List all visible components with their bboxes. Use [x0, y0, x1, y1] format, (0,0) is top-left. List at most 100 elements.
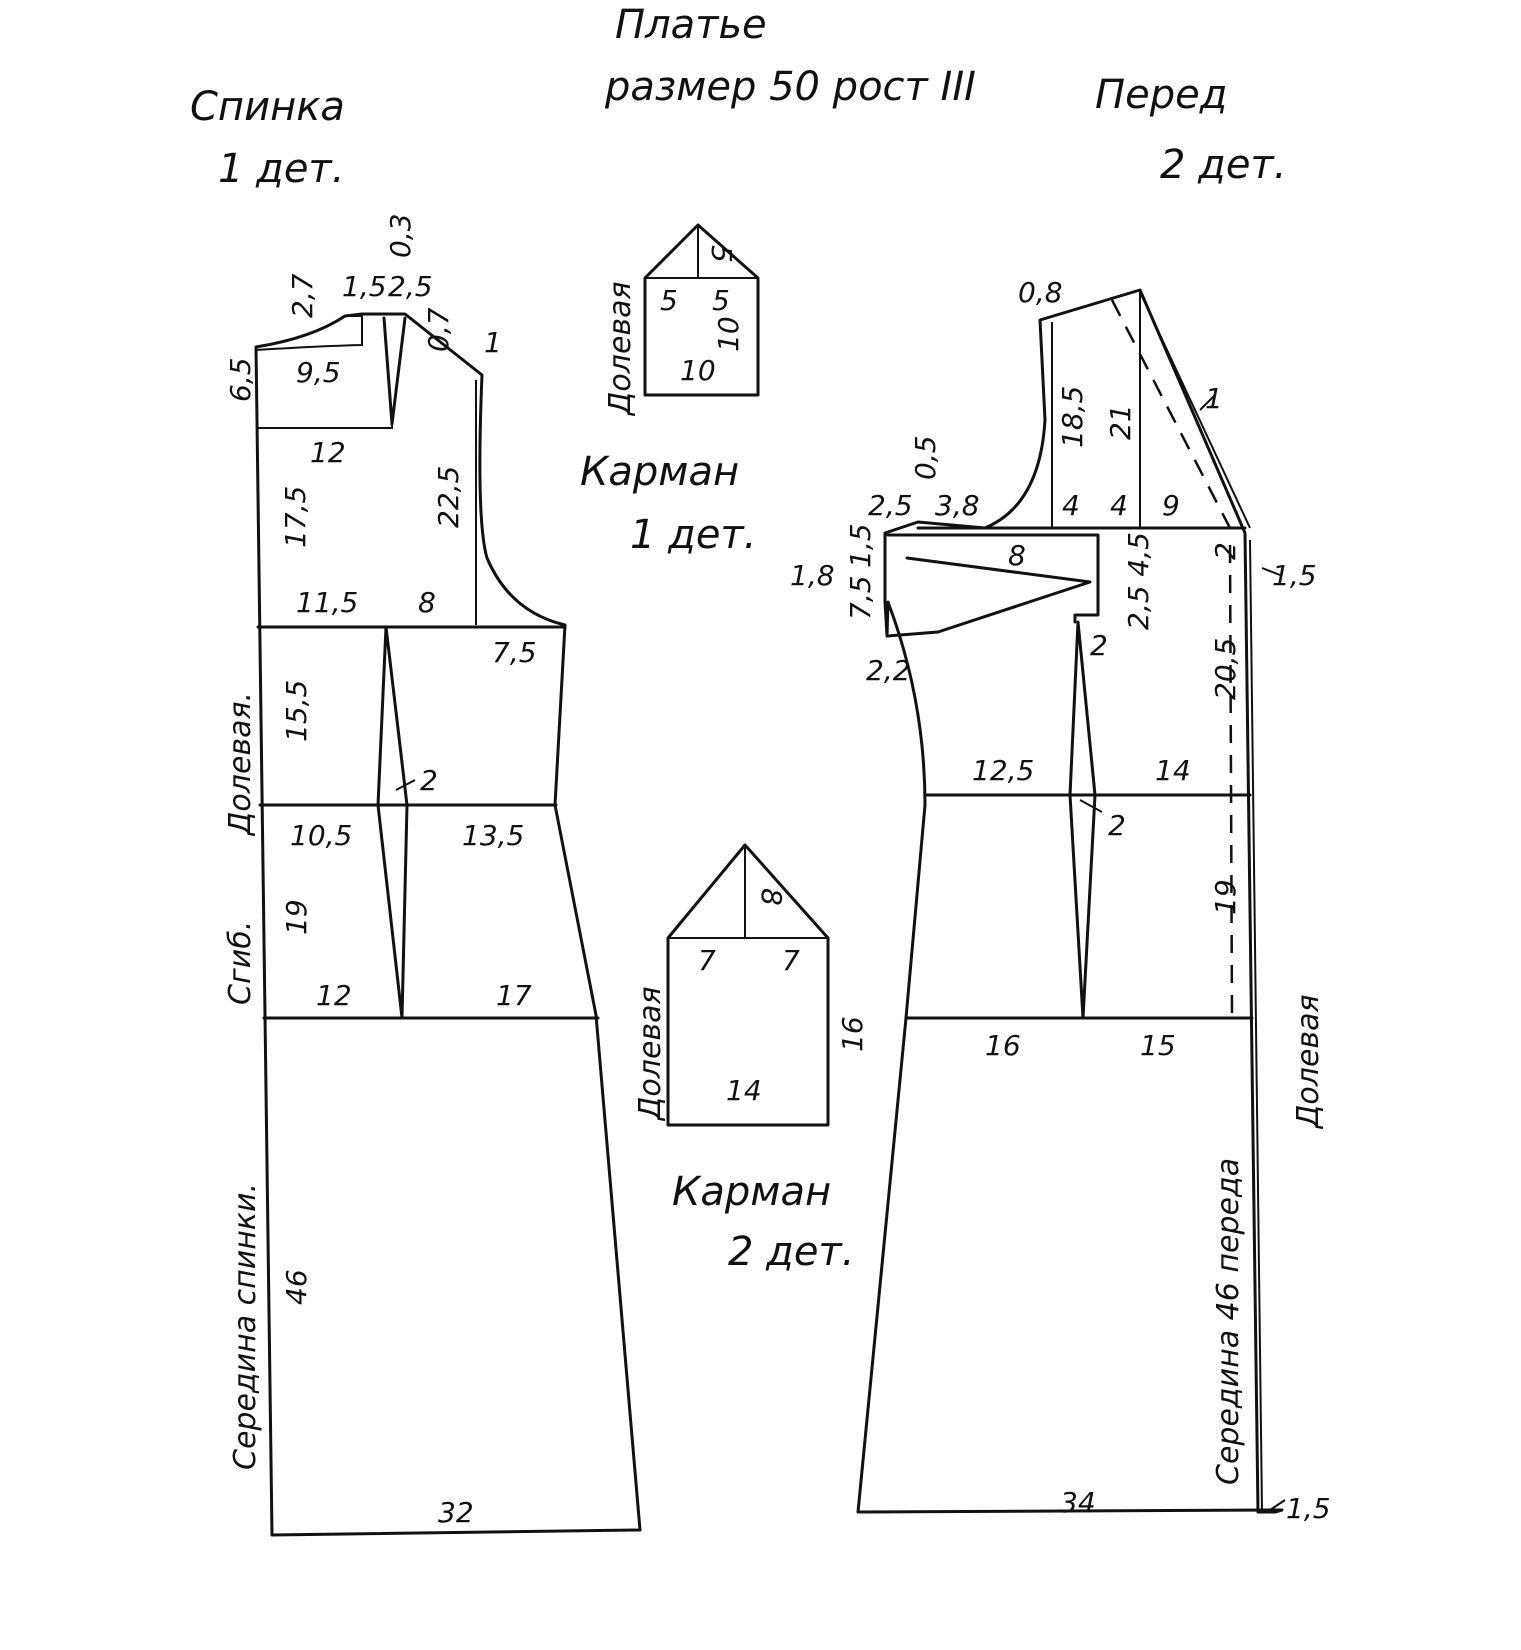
- back-dim-9-5: 9,5: [296, 356, 341, 389]
- pocket-1-dim-10-side: 10: [712, 316, 745, 352]
- back-dim-1-5: 1,5: [342, 270, 387, 303]
- front-dim-3-8: 3,8: [935, 489, 980, 522]
- front-dim-8: 8: [1008, 539, 1026, 572]
- front-dim-1-5-top: 1,5: [844, 523, 877, 568]
- pocket-2-dim-8: 8: [755, 888, 788, 906]
- back-outline: [254, 312, 642, 1537]
- front-tick-side: [1261, 567, 1281, 576]
- back-dim-2-5: 2,5: [388, 270, 433, 303]
- back-heading: Спинка: [190, 84, 345, 130]
- back-fold-label: Сгиб.: [223, 921, 258, 1005]
- back-waist-dart: [376, 625, 409, 1020]
- back-dart-tick: [395, 779, 416, 791]
- front-tick-bottom: [1269, 1499, 1286, 1511]
- pocket-1-grain: Долевая: [603, 281, 638, 417]
- pocket-2-piece: 8 7 7 16 14 Долевая Карман 2 дет.: [633, 843, 869, 1275]
- back-dim-6-5: 6,5: [224, 357, 257, 402]
- back-dim-22-5: 22,5: [432, 466, 465, 528]
- back-dim-0-7: 0,7: [422, 307, 455, 352]
- front-center-label: Середина 46 переда: [1211, 1158, 1246, 1485]
- front-grain-label: Долевая: [1291, 994, 1326, 1130]
- back-dim-32: 32: [438, 1496, 474, 1529]
- front-dim-0-8: 0,8: [1018, 276, 1063, 309]
- front-yoke-dashed-2: [1139, 291, 1251, 529]
- back-dim-15-5: 15,5: [280, 680, 313, 742]
- pattern-title: Платье: [615, 2, 767, 48]
- front-dim-9: 9: [1162, 489, 1180, 522]
- back-dim-13-5: 13,5: [462, 819, 524, 852]
- back-dim-2-7: 2,7: [286, 273, 319, 318]
- pocket-1-dim-10-bottom: 10: [680, 354, 716, 387]
- front-dim-2-2: 2,2: [866, 654, 911, 687]
- front-dim-18-5: 18,5: [1056, 386, 1089, 448]
- pocket-2-grain: Долевая: [633, 986, 668, 1122]
- back-dim-11-5: 11,5: [296, 586, 358, 619]
- pocket-1-name: Карман: [580, 449, 739, 495]
- pattern-subtitle: размер 50 рост III: [604, 64, 976, 110]
- front-center-edge: [1249, 539, 1263, 1513]
- back-piece: 2,7 1,5 2,5 0,3 0,7 1 6,5 9,5 12 17,5 22…: [223, 213, 642, 1537]
- pocket-2-dim-7-right: 7: [782, 944, 800, 977]
- back-dim-8: 8: [418, 586, 436, 619]
- front-dim-0-5: 0,5: [909, 435, 942, 480]
- front-dim-15: 15: [1140, 1029, 1176, 1062]
- front-center-dashed: [1228, 544, 1234, 1019]
- back-shoulder-dart: [382, 316, 407, 426]
- pocket-1-count: 1 дет.: [630, 512, 756, 558]
- pocket-2-count: 2 дет.: [728, 1229, 854, 1275]
- back-neck-box: [256, 410, 393, 429]
- front-dim-4-b: 4: [1110, 489, 1128, 522]
- pocket-1-outline: [643, 223, 760, 397]
- front-dim-7-5: 7,5: [844, 575, 877, 620]
- pocket-1-dim-5-left: 5: [660, 284, 678, 317]
- front-dim-14: 14: [1155, 754, 1191, 787]
- back-count: 1 дет.: [218, 146, 344, 192]
- front-dim-1-5-side: 1,5: [1272, 559, 1317, 592]
- pocket-2-outline: [666, 843, 830, 1127]
- front-dim-1-8: 1,8: [790, 559, 835, 592]
- front-dim-2-5: 2,5: [868, 489, 913, 522]
- front-tick-top: [1199, 394, 1216, 411]
- front-dim-1: 1: [1205, 382, 1223, 415]
- front-waist-dart: [1068, 620, 1097, 1020]
- back-dim-2: 2: [420, 764, 438, 797]
- front-outline: [856, 288, 1284, 1514]
- pocket-2-dim-14: 14: [726, 1074, 762, 1107]
- front-dim-20-5: 20,5: [1209, 638, 1242, 700]
- front-side-block: [886, 533, 1100, 624]
- back-dim-17-5: 17,5: [279, 486, 312, 548]
- front-piece: 0,8 1 18,5 21 0,5 2,5 3,8 4 4 9 1,5 8 2 …: [790, 276, 1331, 1525]
- front-dim-21: 21: [1104, 404, 1137, 440]
- front-dim-19: 19: [1209, 879, 1242, 915]
- back-dim-0-3: 0,3: [384, 213, 417, 258]
- pocket-2-dim-7-left: 7: [698, 944, 716, 977]
- back-grain-label: Долевая.: [223, 692, 258, 837]
- back-neck-corner: [255, 315, 363, 351]
- front-count: 2 дет.: [1160, 142, 1286, 188]
- front-dim-2-waist: 2: [1108, 809, 1126, 842]
- back-dim-10-5: 10,5: [290, 819, 352, 852]
- front-dim-34: 34: [1060, 1486, 1096, 1519]
- back-dim-7-5: 7,5: [492, 636, 537, 669]
- front-dim-1-5-bottom: 1,5: [1286, 1492, 1331, 1525]
- front-dim-2-dart: 2: [1090, 629, 1108, 662]
- pocket-2-name: Карман: [672, 1169, 831, 1215]
- back-dim-12-bottom: 12: [316, 979, 352, 1012]
- back-dim-19: 19: [280, 899, 313, 935]
- front-yoke-dashed-1: [1110, 299, 1232, 529]
- front-dim-4-a: 4: [1062, 489, 1080, 522]
- front-dim-2-top: 2: [1209, 542, 1242, 560]
- front-dart-tick: [1079, 799, 1103, 813]
- back-dim-17: 17: [496, 979, 532, 1012]
- pocket-2-dim-16: 16: [836, 1016, 869, 1052]
- front-dim-16: 16: [985, 1029, 1021, 1062]
- front-dim-12-5: 12,5: [972, 754, 1034, 787]
- pocket-1-dim-5-right: 5: [712, 284, 730, 317]
- pocket-1-piece: 5 5 5 10 10 Долевая Карман 1 дет.: [580, 223, 760, 558]
- back-dim-46: 46: [280, 1269, 313, 1305]
- back-dim-12-top: 12: [310, 436, 346, 469]
- front-heading: Перед: [1095, 72, 1227, 118]
- back-center-label: Середина спинки.: [228, 1183, 263, 1470]
- front-dim-2-5-4-5: 2,5 4,5: [1122, 532, 1155, 630]
